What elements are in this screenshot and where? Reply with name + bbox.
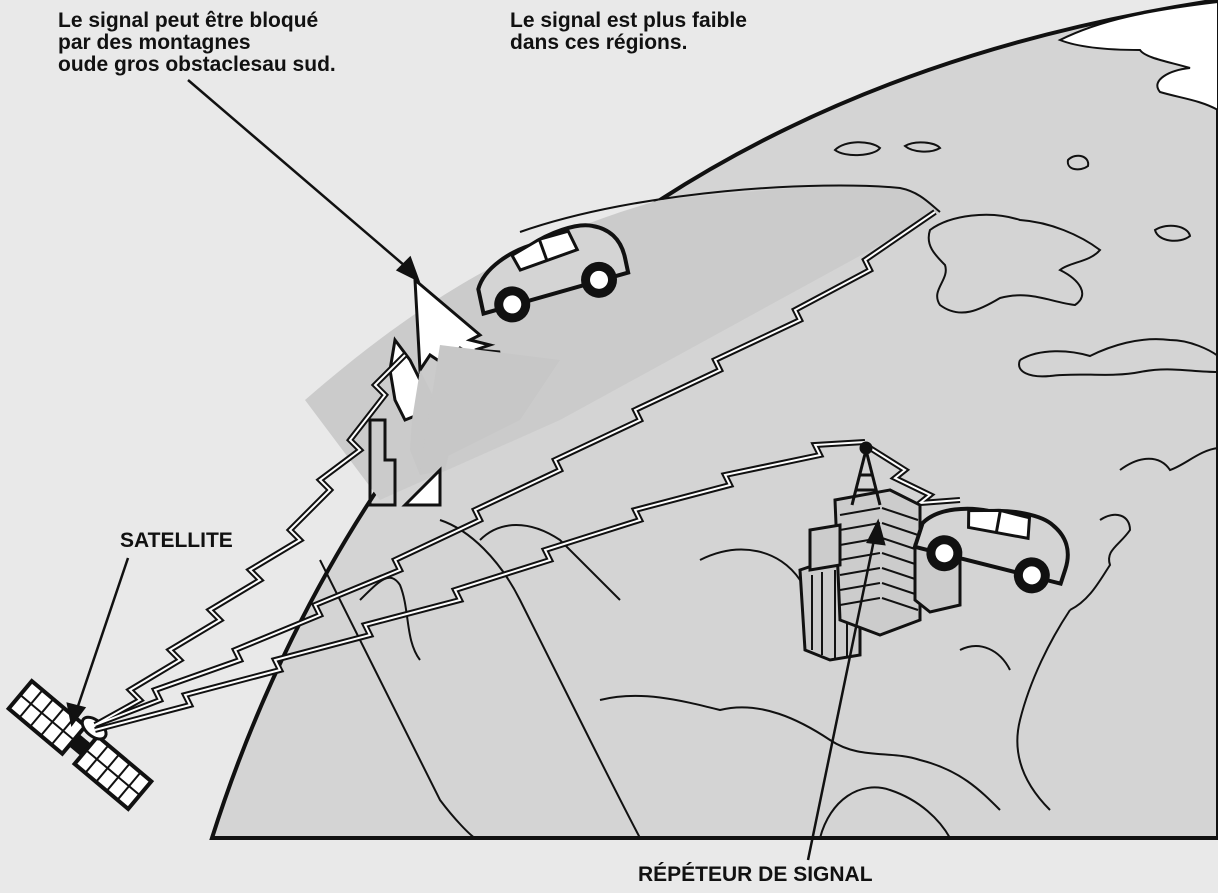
leader-blocked [187, 79, 413, 273]
right-car [912, 506, 1070, 594]
label-signal-blocked-line1: Le signal peut être bloqué [58, 9, 319, 32]
label-signal-blocked: Le signal peut être bloqué par des monta… [58, 10, 336, 76]
signal-beams [93, 209, 961, 733]
islands [833, 141, 1192, 242]
repeater-tower [850, 441, 882, 506]
satellite [5, 678, 155, 812]
label-signal-blocked-line3: oude gros obstaclesau sud. [58, 53, 336, 76]
mountains [368, 276, 560, 507]
coastlines [319, 213, 1218, 839]
leader-satellite [74, 557, 130, 713]
label-signal-weaker-line2: dans ces régions. [510, 31, 688, 54]
region-boundary [519, 184, 941, 233]
leader-repeater [806, 534, 877, 861]
label-signal-weaker: Le signal est plus faible dans ces régio… [510, 10, 747, 54]
label-satellite: SATELLITE [120, 529, 233, 552]
top-car [476, 223, 631, 323]
label-signal-weaker-line1: Le signal est plus faible [510, 9, 747, 32]
label-signal-repeater: RÉPÉTEUR DE SIGNAL [638, 863, 873, 886]
leader-lines [66, 79, 886, 861]
arrowhead-blocked [395, 255, 421, 283]
arrowhead-satellite [66, 702, 87, 727]
label-signal-blocked-line2: par des montagnes [58, 31, 251, 54]
arctic-ice [1057, 0, 1218, 112]
arrowhead-repeater [866, 518, 886, 546]
